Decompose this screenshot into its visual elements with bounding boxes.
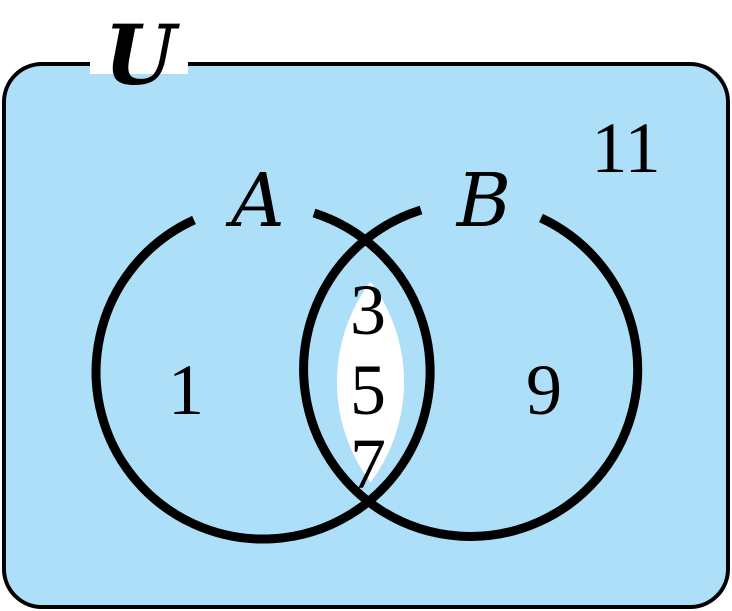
outside-value: 11: [591, 108, 660, 188]
universe-label: U: [104, 8, 180, 104]
set-b-label: B: [455, 158, 511, 244]
intersection-value: 5: [350, 350, 386, 430]
intersection-value: 3: [350, 270, 386, 350]
set-a-label: A: [225, 158, 284, 244]
b-only-value: 9: [526, 350, 562, 430]
a-only-value: 1: [168, 350, 204, 430]
universe-label-gap: [90, 56, 188, 74]
circle-a: [91, 208, 435, 544]
circle-b: [299, 205, 643, 541]
intersection-value: 7: [350, 424, 386, 504]
